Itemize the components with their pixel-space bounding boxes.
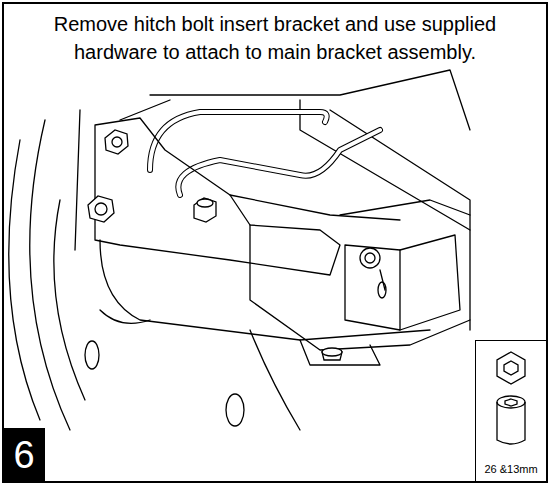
instruction-title: Remove hitch bolt insert bracket and use… bbox=[15, 10, 535, 66]
step-number: 6 bbox=[3, 428, 45, 482]
step-number-text: 6 bbox=[13, 434, 34, 477]
tool-size-label: 26 &13mm bbox=[484, 463, 537, 475]
tool-size-box: 26 &13mm bbox=[475, 340, 547, 482]
